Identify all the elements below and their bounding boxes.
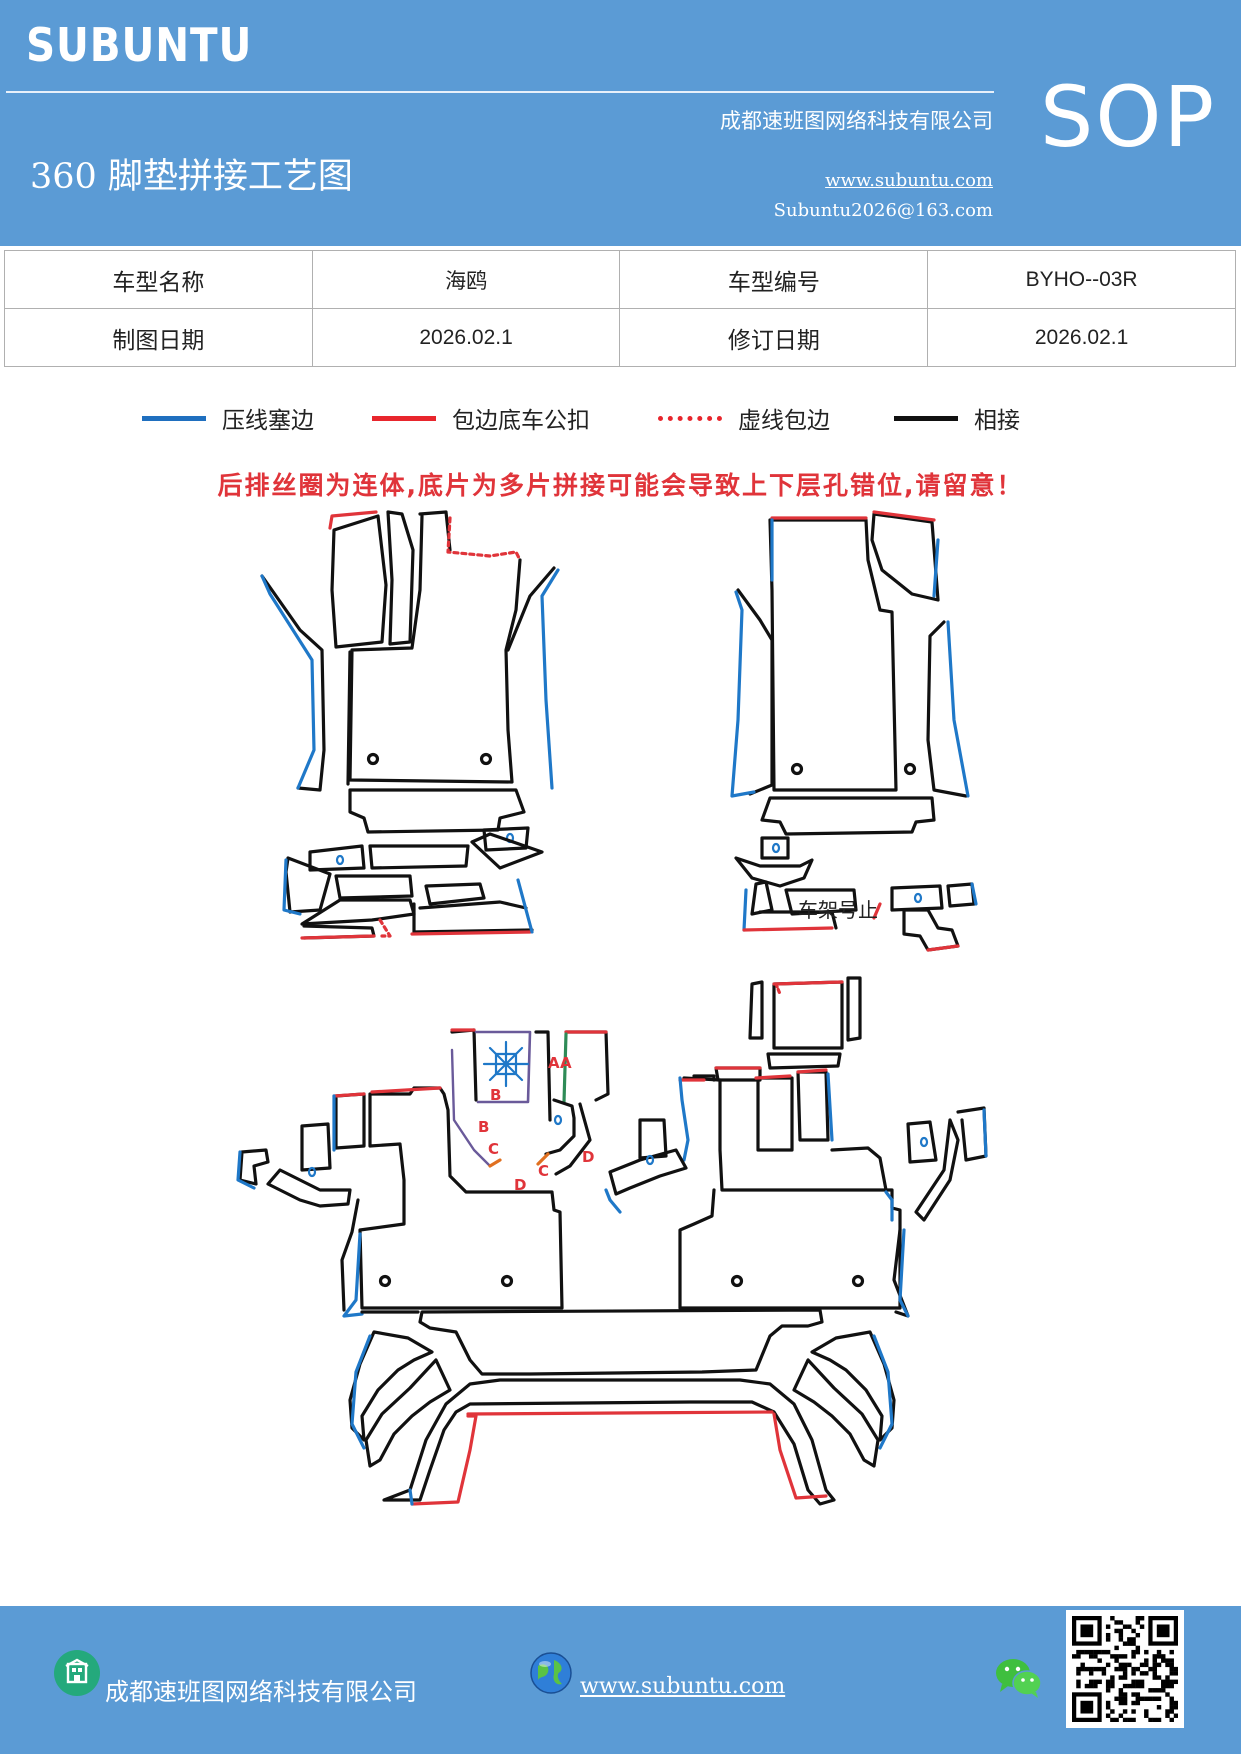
- marker-letter: C: [488, 1140, 499, 1158]
- info-label-cell: 车型编号: [619, 250, 929, 309]
- legend-label: 虚线包边: [738, 408, 830, 434]
- legend-item: 包边底车公扣: [372, 398, 590, 438]
- marker-letter: B: [490, 1086, 501, 1104]
- legend-item: 压线塞边: [142, 398, 314, 438]
- legend-swatch: [894, 415, 958, 421]
- footer-website-link[interactable]: www.subuntu.com: [580, 1674, 786, 1699]
- marker-letter: D: [582, 1148, 594, 1166]
- brand-logo-text: SUBUNTU: [26, 18, 253, 72]
- building-icon: [54, 1650, 100, 1696]
- marker-letters: A A B B C C D D: [478, 1054, 594, 1194]
- marker-letter: C: [538, 1162, 549, 1180]
- legend-swatch: [658, 415, 722, 421]
- legend-swatch: [142, 415, 206, 421]
- email-address: Subuntu2026@163.com: [773, 200, 993, 221]
- info-value-cell: 海鸥: [311, 250, 621, 309]
- company-name: 成都速班图网络科技有限公司: [720, 109, 993, 133]
- legend-swatch: [372, 415, 436, 421]
- legend-label: 包边底车公扣: [452, 408, 590, 434]
- mat-splice-diagram: 车架号止 A A B B C C D D: [236, 510, 988, 1506]
- wechat-icon: [994, 1656, 1044, 1700]
- legend-item: 虚线包边: [658, 398, 830, 438]
- info-value-cell: 2026.02.1: [311, 308, 621, 367]
- front-right-mat: [730, 510, 978, 952]
- marker-letter: D: [514, 1176, 526, 1194]
- legend-label: 相接: [974, 408, 1020, 434]
- info-value-cell: BYHO--03R: [927, 250, 1236, 309]
- info-value-cell: 2026.02.1: [927, 308, 1236, 367]
- document-title: 360 脚垫拼接工艺图: [30, 157, 353, 197]
- footer-banner: 成都速班图网络科技有限公司 www.subuntu.com: [0, 1606, 1241, 1754]
- header-divider: [6, 91, 994, 93]
- info-label-cell: 制图日期: [4, 308, 313, 367]
- legend-label: 压线塞边: [222, 408, 314, 434]
- website-link[interactable]: www.subuntu.com: [825, 170, 993, 191]
- rear-mat: [236, 976, 988, 1506]
- sop-label: SOP: [1040, 68, 1217, 166]
- qr-code[interactable]: [1066, 1610, 1184, 1728]
- snowflake-emblem: [482, 1040, 530, 1088]
- globe-icon: [528, 1650, 574, 1696]
- marker-letter: A: [560, 1054, 572, 1072]
- marker-letter: A: [548, 1054, 560, 1072]
- frame-number-note: 车架号止: [798, 898, 878, 922]
- info-label-cell: 车型名称: [4, 250, 313, 309]
- info-label-cell: 修订日期: [619, 308, 929, 367]
- legend-item: 相接: [894, 398, 1020, 438]
- footer-company-name: 成都速班图网络科技有限公司: [105, 1678, 417, 1706]
- header-banner: SUBUNTU SOP 成都速班图网络科技有限公司 360 脚垫拼接工艺图 ww…: [0, 0, 1241, 246]
- marker-letter: B: [478, 1118, 489, 1136]
- warning-notice: 后排丝圈为连体,底片为多片拼接可能会导致上下层孔错位,请留意！: [217, 471, 1024, 500]
- front-left-mat: [260, 510, 560, 940]
